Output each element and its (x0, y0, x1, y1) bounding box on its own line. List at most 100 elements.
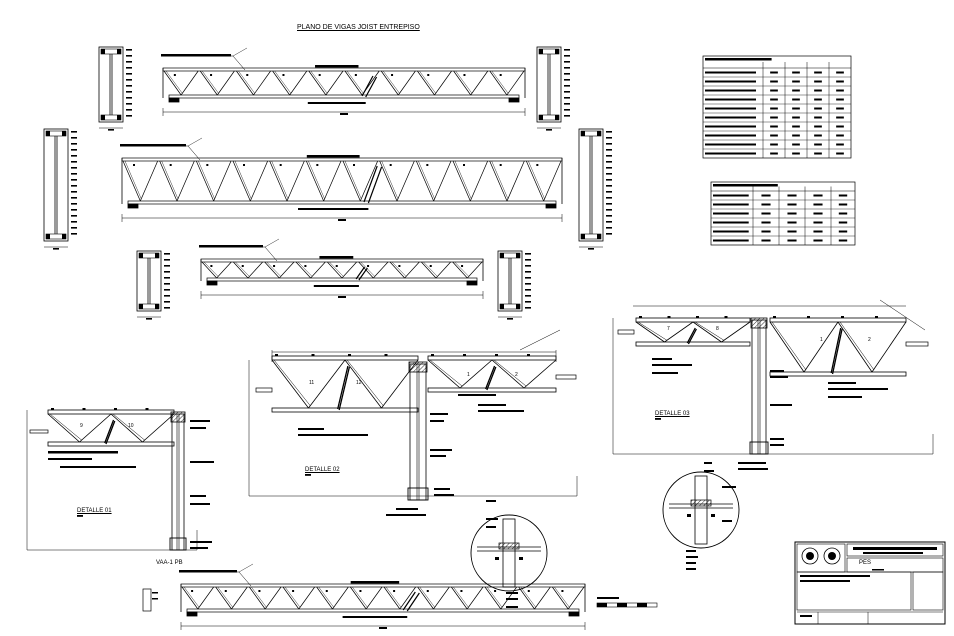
web-member (554, 586, 570, 608)
annotation (71, 227, 77, 229)
cell-text (836, 152, 844, 155)
cell-text (836, 116, 844, 119)
label-bar (298, 208, 369, 210)
web-member (567, 586, 585, 610)
column (694, 475, 708, 545)
annotation (126, 61, 132, 63)
leader (238, 571, 252, 587)
section-mark (104, 419, 115, 444)
annotation (770, 376, 788, 378)
dimension-text (146, 318, 152, 320)
annotation (525, 259, 531, 261)
annotation (606, 155, 612, 157)
joist-section (497, 250, 531, 320)
joist-section (43, 128, 77, 250)
detail-frame (612, 318, 934, 455)
angle (516, 253, 520, 258)
joist-truss (161, 47, 526, 116)
cell-text (814, 116, 822, 119)
web-member (79, 413, 112, 443)
cell-text (761, 212, 771, 215)
bolt-mark (145, 408, 149, 410)
web-member (803, 321, 839, 373)
node-mark (463, 74, 466, 76)
web-member (213, 160, 232, 202)
cell-text (813, 239, 823, 242)
cell-text (713, 203, 749, 206)
annotation (126, 67, 132, 69)
cell-text (770, 98, 778, 101)
gusset (498, 542, 520, 550)
bolt (687, 514, 691, 517)
node-mark (206, 164, 209, 166)
annotation (126, 103, 132, 105)
steel-column (749, 317, 769, 455)
bearing-seat (508, 97, 520, 103)
web-member (421, 261, 437, 279)
web-member (197, 586, 214, 610)
cell-text (814, 80, 822, 83)
annotation (71, 167, 77, 169)
annotation (430, 455, 446, 457)
cell-text (770, 125, 778, 128)
web-member (180, 70, 199, 96)
annotation (686, 550, 696, 552)
annotation (606, 143, 612, 145)
detail-03-label: DETALLE 03 (655, 411, 690, 417)
angle (46, 131, 50, 136)
web-member (142, 413, 175, 443)
annotation (525, 283, 531, 285)
web-member (310, 261, 326, 279)
bolt-mark (773, 316, 776, 318)
web-member (271, 160, 289, 200)
web-member (526, 160, 544, 202)
web-member (467, 261, 483, 279)
annotation (828, 382, 856, 384)
annotation (686, 568, 696, 570)
cell-text (713, 212, 749, 215)
cap (750, 317, 768, 329)
joist-section (98, 46, 132, 131)
annotation (164, 283, 170, 285)
annotation (396, 508, 418, 510)
section-mark (338, 366, 351, 411)
web-member (523, 359, 557, 389)
annotation (71, 173, 77, 175)
web-member (419, 70, 436, 94)
schedule-tables (702, 55, 856, 246)
web-member (434, 70, 452, 96)
label-bar (319, 256, 354, 259)
cell-text (838, 230, 848, 233)
annotation (126, 85, 132, 87)
node-mark (527, 590, 530, 592)
web-member (344, 160, 362, 200)
project-box (846, 543, 944, 557)
bottom-chord (271, 407, 419, 413)
cell-text (705, 71, 756, 74)
annotation (770, 444, 784, 446)
cell-text (713, 239, 749, 242)
node-mark (561, 590, 564, 592)
bottom-chord (427, 387, 557, 393)
web-member (238, 70, 255, 94)
annotation (190, 427, 206, 429)
cell-text (770, 107, 778, 110)
annotation (164, 271, 170, 273)
web-member (491, 70, 509, 94)
web-member (251, 586, 267, 608)
annotation (652, 372, 678, 374)
node-mark (367, 265, 370, 267)
annotation (190, 503, 210, 505)
web-member (231, 586, 248, 610)
node-mark (499, 164, 502, 166)
small-section (142, 588, 152, 612)
bolt (519, 557, 523, 560)
bolt-mark (667, 316, 671, 318)
bolt-mark (639, 316, 642, 318)
web-member (360, 261, 375, 277)
description-box (796, 571, 912, 611)
title-block-code: PES (859, 560, 872, 566)
angle (581, 234, 585, 239)
cell-text (792, 107, 800, 110)
node-mark (210, 265, 213, 267)
